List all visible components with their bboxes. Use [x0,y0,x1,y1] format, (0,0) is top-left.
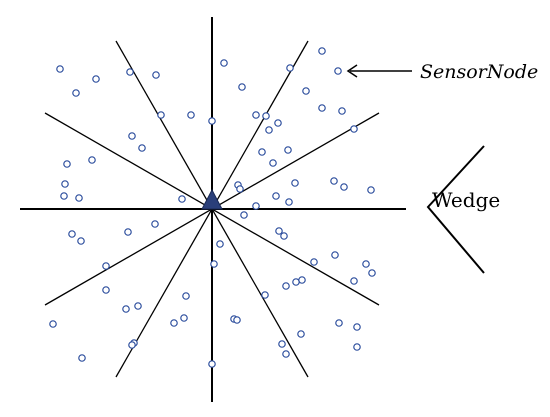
sensor-node-circle [272,192,280,200]
sink-triangle-icon [201,188,223,210]
sensor-node-circle [318,104,326,112]
sensor-node-circle [180,314,188,322]
sensor-node-circle [77,237,85,245]
sensor-node-circle [291,179,299,187]
sensor-node-circle [302,87,310,95]
sensor-node-circle [298,276,306,284]
sensor-node-circle [78,354,86,362]
sensor-node-circle [278,340,286,348]
wedge-label: Wedge [432,188,500,212]
sensor-node-circle [126,68,134,76]
sensor-node-circle [102,262,110,270]
sensor-node-circle [269,159,277,167]
sensor-node-circle [157,111,165,119]
sensor-node-circle [151,220,159,228]
sensor-node-circle [56,65,64,73]
sensor-node-circle [208,360,216,368]
sensor-node-circle [338,107,346,115]
sensor-node-circle [274,119,282,127]
sensor-node-circle [49,320,57,328]
sensor-node-circle [187,111,195,119]
sensor-node-circle [350,125,358,133]
sensor-node-circle [350,277,358,285]
sensor-node-circle [238,83,246,91]
sensor-node-circle [353,323,361,331]
sensor-node-circle [284,146,292,154]
sensor-node-circle [275,227,283,235]
sensor-node-pointer: SensorNode [346,61,538,83]
sensor-node-circle [367,186,375,194]
arrow-head [346,64,358,78]
sensor-node-circle [285,198,293,206]
sensor-node-circle [353,343,361,351]
sensor-node-circle [170,319,178,327]
sensor-node-circle [282,282,290,290]
sensor-node-circle [128,132,136,140]
sensor-node-circle [362,260,370,268]
sensor-node-circle [122,305,130,313]
sensor-node-circle [258,148,266,156]
sensor-node-circle [282,350,290,358]
sensor-node-circle [240,211,248,219]
sensor-node-circle [210,260,218,268]
chevron-left-icon [426,145,485,274]
sensor-node-circle [318,47,326,55]
sensor-node-circle [60,192,68,200]
sensor-node-circle [138,144,146,152]
sensor-node-circle [88,156,96,164]
sensor-node-circle [102,286,110,294]
sensor-node-circle [331,251,339,259]
sensor-node-circle [152,71,160,79]
sensor-node-circle [208,117,216,125]
wedge-marker: Wedge [426,145,500,274]
sensor-node-circle [63,160,71,168]
sensor-node-circle [233,316,241,324]
sensor-node-circle [262,112,270,120]
sensor-node-circle [261,291,269,299]
sensor-node-circle [134,302,142,310]
sensor-node-circle [334,67,342,75]
sensor-node-circle [220,59,228,67]
sensor-nodes [49,47,376,368]
sensor-node-circle [340,183,348,191]
sensor-node-circle [68,230,76,238]
sensor-node-circle [75,194,83,202]
sensor-node-circle [335,319,343,327]
sensor-node-circle [124,228,132,236]
sensor-node-circle [368,269,376,277]
sensor-node-circle [128,341,136,349]
sensor-node-circle [286,64,294,72]
sensor-node-circle [252,111,260,119]
sensor-node-circle [182,292,190,300]
sensor-node-circle [61,180,69,188]
sensor-node-circle [216,240,224,248]
sensor-node-label: SensorNode [420,61,538,83]
sensor-node-circle [310,258,318,266]
sensor-node-circle [330,177,338,185]
sensor-node-circle [92,75,100,83]
sensor-node-circle [236,185,244,193]
sensor-node-circle [297,330,305,338]
sensor-node-circle [72,89,80,97]
sensor-node-circle [265,126,273,134]
sensor-node-circle [252,202,260,210]
sensor-node-circle [178,195,186,203]
sensor-node-circle [280,232,288,240]
